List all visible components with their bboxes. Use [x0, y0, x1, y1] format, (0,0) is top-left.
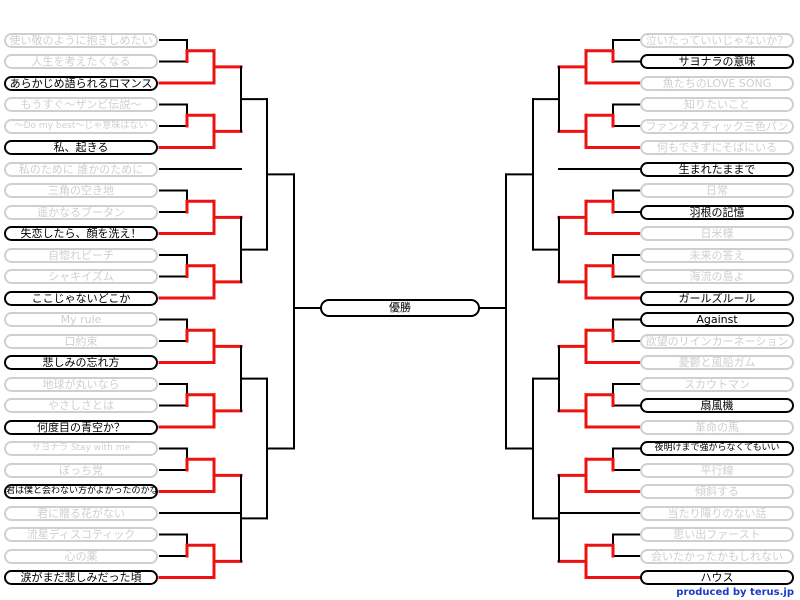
- left-entry-slot[interactable]: サヨナラ Stay with me: [4, 441, 158, 456]
- right-entry-slot[interactable]: 日常: [640, 183, 794, 198]
- left-entry-slot[interactable]: ここじゃないどこか: [4, 290, 158, 306]
- left-entry-slot[interactable]: 私、起きる: [4, 140, 158, 155]
- right-entry-slot[interactable]: 会いたかったかもしれない: [640, 548, 794, 564]
- right-entry-slot[interactable]: 平行線: [640, 462, 794, 478]
- right-entry-slot[interactable]: ガールズルール: [640, 290, 794, 306]
- right-entry-slot[interactable]: 未来の答え: [640, 247, 794, 263]
- left-entry-slot[interactable]: ぼっち党: [4, 462, 158, 478]
- left-entry-slot[interactable]: 自惚れビーチ: [4, 247, 158, 263]
- right-entry-slot[interactable]: 日米様: [640, 226, 794, 241]
- right-entry-slot[interactable]: サヨナラの意味: [640, 54, 794, 69]
- right-entry-slot[interactable]: 革命の馬: [640, 419, 794, 435]
- left-entry-slot[interactable]: 何度目の青空か？: [4, 419, 158, 435]
- left-entry-slot[interactable]: My rule: [4, 312, 158, 327]
- right-entry-slot[interactable]: 扇風機: [640, 398, 794, 413]
- right-entry-slot[interactable]: ハウス: [640, 570, 794, 585]
- left-entry-slot[interactable]: やさしさとは: [4, 398, 158, 413]
- right-entry-slot[interactable]: 憂鬱と風船ガム: [640, 355, 794, 370]
- left-entry-slot[interactable]: 君に贈る花がない: [4, 505, 158, 521]
- right-entry-slot[interactable]: 夜明けまで強がらなくてもいい: [640, 441, 794, 456]
- credit-link[interactable]: produced by terus.jp: [676, 587, 794, 598]
- left-entry-slot[interactable]: シャキイズム: [4, 269, 158, 284]
- right-entry-slot[interactable]: 海流の島よ: [640, 269, 794, 284]
- left-entry-slot[interactable]: もうすぐ〜ザンビ伝説〜: [4, 97, 158, 112]
- left-entry-slot[interactable]: 失恋したら、顔を洗え！: [4, 226, 158, 241]
- right-entry-slot[interactable]: ファンタスティック三色パン: [640, 118, 794, 134]
- final-champion-slot[interactable]: 優勝: [320, 299, 480, 317]
- left-entry-slot[interactable]: 心の薬: [4, 548, 158, 564]
- left-entry-slot[interactable]: あらかじめ語られるロマンス: [4, 75, 158, 91]
- right-entry-slot[interactable]: 羽根の記憶: [640, 204, 794, 220]
- right-entry-slot[interactable]: 魚たちのLOVE SONG: [640, 75, 794, 91]
- left-entry-slot[interactable]: 私のために 誰かのために: [4, 161, 158, 177]
- right-entry-slot[interactable]: 生まれたままで: [640, 161, 794, 177]
- right-entry-slot[interactable]: スカウトマン: [640, 376, 794, 392]
- right-entry-slot[interactable]: 思い出ファースト: [640, 527, 794, 542]
- right-entry-slot[interactable]: 知りたいこと: [640, 97, 794, 112]
- right-entry-slot[interactable]: 傾斜する: [640, 484, 794, 499]
- left-entry-slot[interactable]: 流星ディスコティック: [4, 527, 158, 542]
- left-entry-slot[interactable]: 君は僕と会わない方がよかったのかな: [4, 484, 158, 499]
- left-entry-slot[interactable]: 地球が丸いなら: [4, 376, 158, 392]
- left-entry-slot[interactable]: 人生を考えたくなる: [4, 54, 158, 69]
- right-entry-slot[interactable]: 泣いたっていいじゃないか？: [640, 32, 794, 48]
- left-entry-slot[interactable]: 口約束: [4, 333, 158, 349]
- right-entry-slot[interactable]: Against: [640, 312, 794, 327]
- right-entry-slot[interactable]: 当たり障りのない話: [640, 505, 794, 521]
- left-entry-slot[interactable]: 悲しみの忘れ方: [4, 355, 158, 370]
- left-entry-slot[interactable]: 三角の空き地: [4, 183, 158, 198]
- right-entry-slot[interactable]: 欲望のリインカーネーション: [640, 333, 794, 349]
- left-entry-slot[interactable]: 遥かなるブータン: [4, 204, 158, 220]
- left-entry-slot[interactable]: 使い敬のように抱きしめたい: [4, 32, 158, 48]
- right-entry-slot[interactable]: 何もできずにそばにいる: [640, 140, 794, 155]
- left-entry-slot[interactable]: 涙がまだ悲しみだった頃: [4, 570, 158, 585]
- left-entry-slot[interactable]: 〜Do my best〜じゃ意味はない: [4, 118, 158, 134]
